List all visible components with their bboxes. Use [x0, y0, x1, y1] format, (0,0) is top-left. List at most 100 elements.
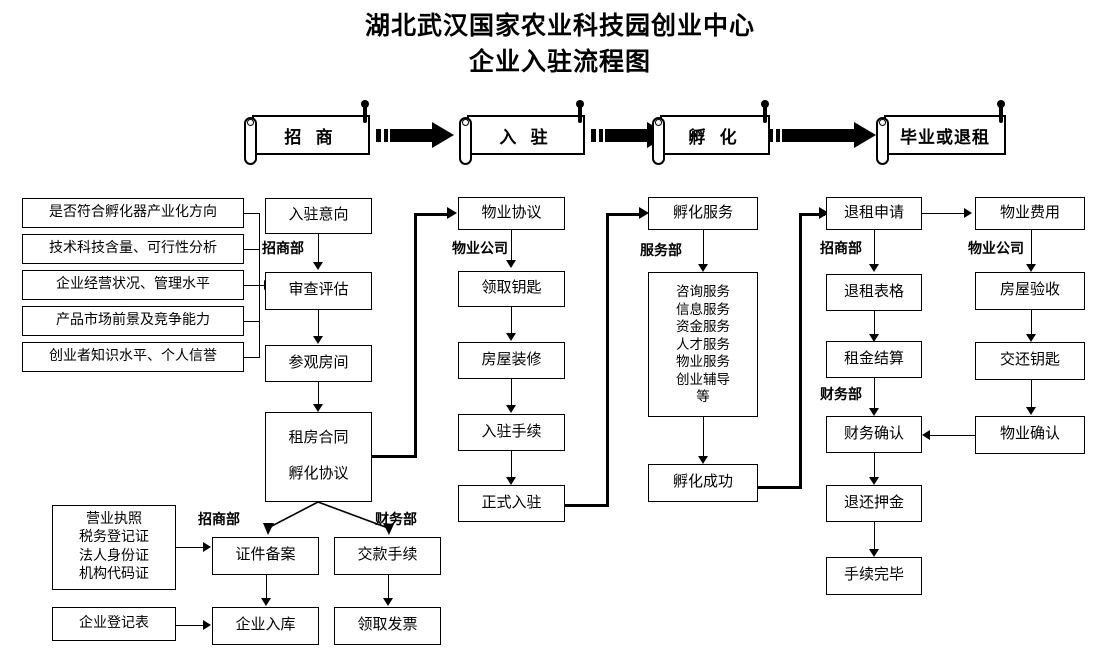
node-rent-settlement[interactable]: 租金结算 — [826, 341, 922, 378]
node-collect-invoice[interactable]: 领取发票 — [334, 607, 441, 645]
dept-label-recruit-exit: 招商部 — [820, 240, 862, 256]
edge-payment-to-invoice-arrowhead-icon — [383, 598, 393, 606]
scroll-roller-left-icon — [244, 117, 257, 165]
node-official-settle[interactable]: 正式入驻 — [458, 485, 565, 522]
scroll-knob-right-icon — [361, 100, 369, 108]
criteria-box-3[interactable]: 企业经营状况、管理水平 — [22, 270, 244, 300]
edge-procedures-to-official — [511, 451, 512, 483]
node-exit-application[interactable]: 退租申请 — [826, 197, 922, 230]
edge-inspection-to-return-keys — [1031, 310, 1032, 340]
node-visit-room[interactable]: 参观房间 — [265, 345, 372, 382]
banner-incubate[interactable]: 孵 化 — [648, 100, 778, 165]
node-property-fee[interactable]: 物业费用 — [975, 197, 1085, 230]
dept-label-recruit-top: 招商部 — [262, 240, 304, 256]
edge-official-to-incubation-arrowhead-icon — [639, 207, 649, 219]
node-house-inspection[interactable]: 房屋验收 — [975, 272, 1085, 310]
banner-settle-label: 入 驻 — [467, 115, 585, 155]
page-title-line1: 湖北武汉国家农业科技园创业中心 — [364, 13, 755, 40]
scroll-knob-right-icon — [576, 100, 584, 108]
service-item-3: 资金服务 — [676, 319, 730, 335]
node-house-renovation[interactable]: 房屋装修 — [458, 342, 565, 379]
edge-fee-to-inspection — [1031, 230, 1032, 270]
edge-exit-to-property-fee-arrowhead-icon — [964, 208, 972, 218]
criteria-box-4[interactable]: 产品市场前景及竞争能力 — [22, 306, 244, 336]
scroll-knob-right-icon — [761, 100, 769, 108]
node-service-list[interactable]: 咨询服务 信息服务 资金服务 人才服务 物业服务 创业辅导 等 — [648, 272, 758, 417]
edge-contract-right — [372, 455, 417, 458]
edge-renovation-to-procedures-arrowhead-icon — [506, 405, 516, 413]
node-collect-keys[interactable]: 领取钥匙 — [458, 271, 565, 307]
node-property-confirm[interactable]: 物业确认 — [975, 416, 1085, 454]
edge-documents-to-filing-arrowhead-icon — [203, 542, 211, 552]
node-settle-procedures[interactable]: 入驻手续 — [458, 414, 565, 451]
banner-settle[interactable]: 入 驻 — [455, 100, 593, 165]
edge-form-to-rent-settlement-arrowhead-icon — [869, 334, 879, 342]
lease-contract-line2: 孵化协议 — [288, 466, 349, 482]
banner-recruit[interactable]: 招 商 — [240, 100, 378, 165]
node-document-filing[interactable]: 证件备案 — [212, 537, 319, 575]
edge-success-riser — [799, 213, 802, 489]
scroll-stick-right-icon — [363, 103, 367, 123]
edge-visit-to-contract-arrowhead-icon — [313, 404, 323, 412]
node-deposit-refund[interactable]: 退还押金 — [826, 485, 922, 522]
node-payment-procedure[interactable]: 交款手续 — [334, 537, 441, 575]
page-title-line2: 企业入驻流程图 — [468, 49, 651, 76]
edge-keys-to-renovation-arrowhead-icon — [506, 333, 516, 341]
scroll-stick-right-icon — [999, 103, 1003, 123]
service-item-5: 物业服务 — [676, 354, 730, 370]
edge-intent-to-review — [318, 234, 319, 268]
edge-procedures-to-official-arrowhead-icon — [506, 477, 516, 485]
edge-fee-to-inspection-arrowhead-icon — [1026, 264, 1036, 272]
node-enterprise-database[interactable]: 企业入库 — [212, 607, 319, 645]
edge-review-to-visit-arrowhead-icon — [313, 336, 323, 344]
scroll-knob-left-icon — [655, 119, 662, 126]
document-item-1: 营业执照 — [86, 511, 142, 527]
edge-renovation-to-procedures — [511, 379, 512, 411]
service-item-6: 创业辅导 — [676, 371, 730, 387]
dept-label-finance-bottom: 财务部 — [375, 511, 417, 527]
node-settle-intent[interactable]: 入驻意向 — [265, 198, 372, 234]
criteria-box-1[interactable]: 是否符合孵化器产业化方向 — [22, 198, 244, 228]
edge-finance-to-deposit-refund — [874, 453, 875, 483]
node-review-assess[interactable]: 审查评估 — [265, 272, 372, 310]
edge-regform-to-database-arrowhead-icon — [203, 620, 211, 630]
dept-label-property-company-top: 物业公司 — [452, 240, 508, 256]
node-incubation-service[interactable]: 孵化服务 — [648, 197, 758, 230]
node-return-keys[interactable]: 交还钥匙 — [975, 342, 1085, 380]
node-finance-confirm[interactable]: 财务确认 — [826, 416, 922, 453]
criteria-stub-5 — [244, 357, 260, 358]
edge-exit-app-to-form — [874, 230, 875, 270]
dept-label-recruit-bottom: 招商部 — [198, 511, 240, 527]
node-incubation-success[interactable]: 孵化成功 — [648, 464, 758, 502]
node-exit-form[interactable]: 退租表格 — [826, 274, 922, 311]
edge-exit-to-property-fee — [922, 213, 969, 214]
document-item-2: 税务登记证 — [79, 530, 149, 546]
edge-keys-to-renovation — [511, 307, 512, 339]
node-enterprise-registration-form[interactable]: 企业登记表 — [52, 607, 176, 641]
scroll-knob-right-icon — [997, 100, 1005, 108]
banner-graduate-or-exit[interactable]: 毕业或退租 — [872, 100, 1014, 165]
node-property-agreement[interactable]: 物业协议 — [458, 197, 565, 230]
criteria-box-2[interactable]: 技术科技含量、可行性分析 — [22, 234, 244, 264]
edge-intent-to-review-arrowhead-icon — [313, 262, 323, 270]
node-procedures-complete[interactable]: 手续完毕 — [826, 557, 922, 595]
edge-review-to-visit — [318, 310, 319, 342]
node-lease-and-incubation-agreement[interactable]: 租房合同 孵化协议 — [265, 412, 372, 502]
criteria-box-5[interactable]: 创业者知识水平、个人信誉 — [22, 342, 244, 372]
edge-incubation-to-services-arrowhead-icon — [698, 264, 708, 272]
flow-arrow-recruit-to-settle-icon — [376, 122, 454, 149]
edge-filing-to-database-arrowhead-icon — [261, 598, 271, 606]
edge-contract-to-property-arrowhead-icon — [447, 207, 457, 219]
scroll-stick-right-icon — [763, 103, 767, 123]
edge-rent-to-finance-confirm-arrowhead-icon — [869, 408, 879, 416]
edge-exit-app-to-form-arrowhead-icon — [869, 264, 879, 272]
edge-official-right — [565, 504, 609, 507]
scroll-roller-left-icon — [652, 117, 665, 165]
edge-success-to-exit — [799, 213, 825, 216]
scroll-roller-left-icon — [876, 117, 889, 165]
node-required-documents[interactable]: 营业执照 税务登记证 法人身份证 机构代码证 — [52, 505, 176, 590]
edge-contract-riser — [414, 213, 417, 457]
document-item-3: 法人身份证 — [79, 548, 149, 564]
flow-arrow-incubate-to-graduate-icon — [768, 122, 878, 149]
